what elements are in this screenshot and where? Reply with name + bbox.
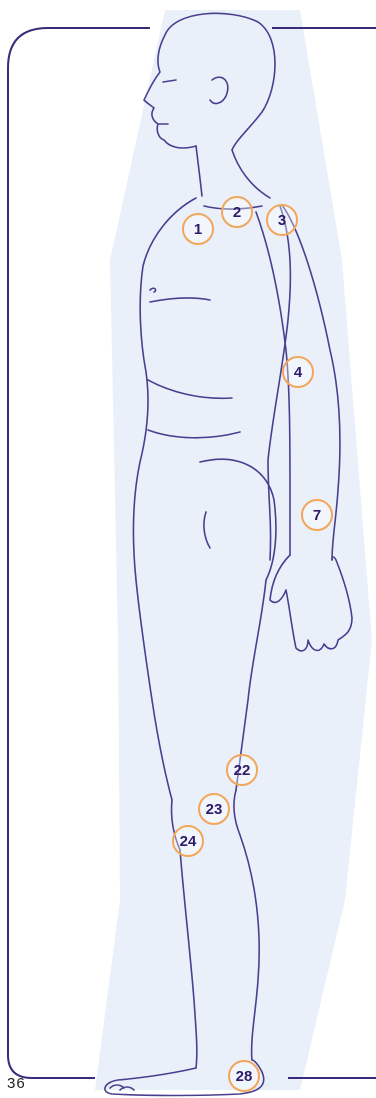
joint-marker-4[interactable]: 4 — [282, 356, 314, 388]
figure-highlight — [95, 10, 372, 1090]
joint-marker-1[interactable]: 1 — [182, 213, 214, 245]
joint-marker-7[interactable]: 7 — [301, 499, 333, 531]
joint-marker-28[interactable]: 28 — [228, 1060, 260, 1092]
page-number: 36 — [7, 1075, 26, 1092]
joint-marker-3[interactable]: 3 — [266, 204, 298, 236]
joint-marker-23[interactable]: 23 — [198, 793, 230, 825]
joint-marker-22[interactable]: 22 — [226, 754, 258, 786]
joint-marker-2[interactable]: 2 — [221, 196, 253, 228]
joint-marker-24[interactable]: 24 — [172, 825, 204, 857]
